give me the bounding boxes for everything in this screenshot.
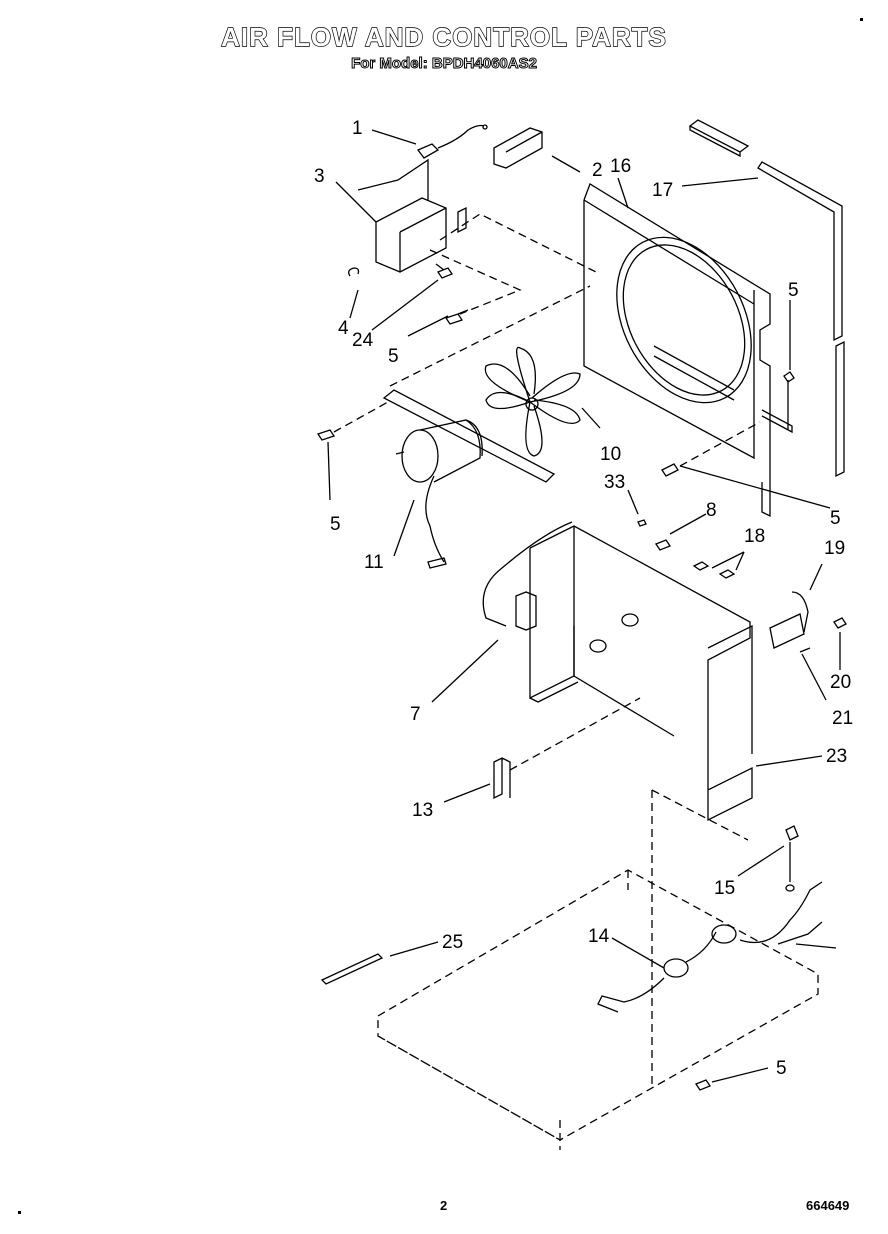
part-19-bracket [791,591,809,633]
callout-2: 2 [592,160,603,181]
part-2-terminal-block [493,127,543,169]
part-5-screw-shroud-right [783,371,795,430]
callout-labels: 1 2 16 3 17 5 4 24 5 10 5 33 8 5 18 19 1… [314,118,853,1079]
callout-8: 8 [706,500,717,521]
callout-5-motor: 5 [330,514,341,535]
callout-20: 20 [830,672,851,693]
part-5-screw-motor [316,429,336,441]
registration-mark-top-right [860,18,863,21]
callout-23: 23 [826,746,847,767]
part-21-clamp [769,613,811,653]
part-20-screw [833,617,847,629]
part-24-screw [435,263,453,279]
callout-13: 13 [412,800,433,821]
part-13-relay [493,756,511,800]
callout-21: 21 [832,708,853,729]
callout-4: 4 [338,318,349,339]
part-23-control-housing [529,525,753,822]
registration-mark-bottom-left [18,1211,21,1214]
callout-14: 14 [588,926,610,947]
base-pan [377,869,819,1150]
callout-24: 24 [352,330,374,351]
part-5-screw-upper [444,309,469,325]
callout-11: 11 [364,552,384,573]
part-17-seal-strips [688,119,845,478]
callout-16: 16 [610,156,631,177]
callout-25: 25 [442,932,463,953]
callout-33: 33 [604,472,625,493]
part-7-switch [482,521,573,631]
part-25-strip [320,953,384,985]
model-subtitle: For Model: BPDH4060AS2 [351,55,538,73]
page-number: 2 [440,1198,448,1213]
callout-17: 17 [652,180,673,201]
part-10-fan-blade [484,346,581,457]
callout-5-base: 5 [776,1058,787,1079]
callout-15: 15 [714,878,735,899]
part-1-sensor [416,124,488,159]
part-18-nuts [692,561,736,579]
part-5-screw-base [695,1079,711,1091]
document-number: 664649 [806,1198,850,1213]
part-33-clip [637,519,647,527]
leader-lines [327,129,841,1083]
callout-18: 18 [744,526,765,547]
callout-10: 10 [600,444,621,465]
callout-5-shroud: 5 [788,280,799,301]
part-5-screw-shroud-bottom [661,463,679,477]
part-8-screw [655,539,671,551]
callout-1: 1 [352,118,363,139]
callout-5-upper: 5 [388,346,399,367]
part-16-fan-shroud [583,183,793,518]
part-11-motor [382,389,556,569]
callout-5-right: 5 [830,508,841,529]
page-title: AIR FLOW AND CONTROL PARTS [220,21,667,52]
callout-3: 3 [314,166,325,187]
part-4-clip [348,267,360,277]
part-3-control-bracket [357,158,467,273]
part-15-screw [785,825,799,882]
callout-7: 7 [410,704,421,725]
part-14-wire-harness [597,881,837,1013]
callout-19: 19 [824,538,845,559]
